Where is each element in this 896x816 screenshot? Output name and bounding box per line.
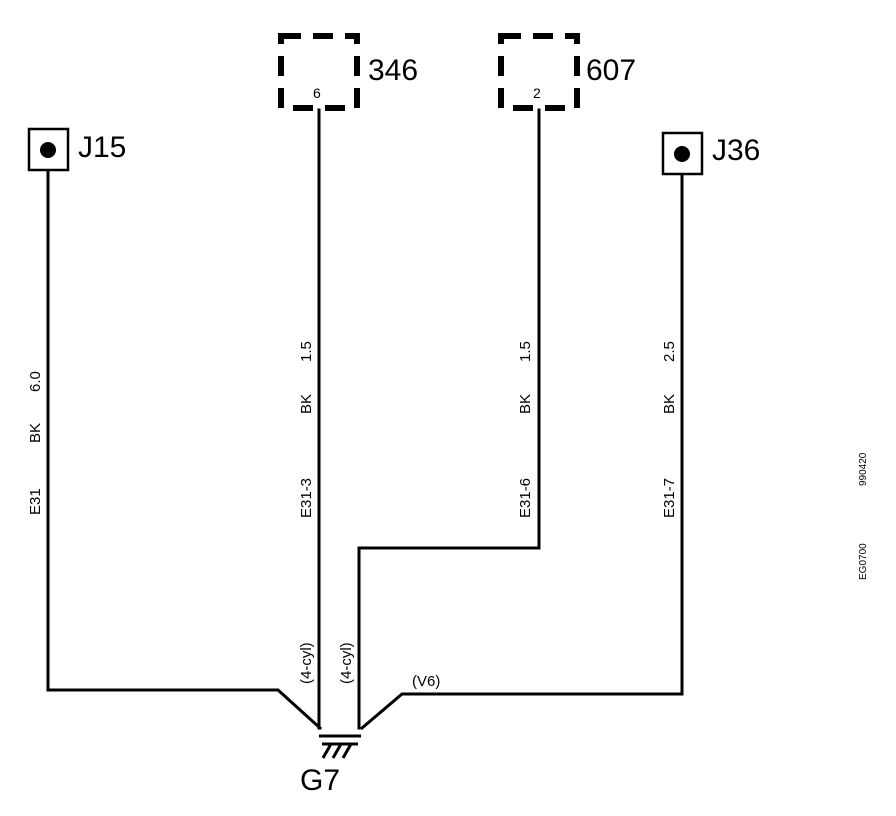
connector-pin-6: 6 [313,85,321,101]
junction-dot [674,146,690,162]
junction-dot [40,142,56,158]
wire-e31 [46,168,323,731]
wire-color-e31-6: BK [517,394,534,414]
connector-outline [278,33,360,111]
wire-size-e31-6: 1.5 [517,341,534,362]
wire-e31-7 [359,168,684,731]
wire-color-e31-3: BK [298,394,315,414]
wire-circuit-e31: E31 [27,488,44,515]
variant-label-v6: (V6) [412,673,440,690]
connector-label-346: 346 [368,54,418,87]
ground-hatch [331,743,343,759]
side-code-eg0700: EG0700 [858,543,869,580]
wire-size-e31-3: 1.5 [298,341,315,362]
variant-label-4cyl-b: (4-cyl) [338,642,355,684]
ground-hatch [321,743,333,759]
wire-circuit-e31-3: E31-3 [298,478,315,518]
wire-size-e31: 6.0 [27,371,44,392]
connector-pin-2: 2 [533,85,541,101]
side-code-990420: 990420 [858,452,869,486]
variant-label-4cyl-a: (4-cyl) [298,642,315,684]
wire-circuit-e31-6: E31-6 [517,478,534,518]
connector-outline [498,33,580,111]
wire-color-e31-7: BK [661,394,678,414]
wire-e31-6 [357,108,541,730]
ground-label-g7: G7 [300,764,340,797]
connector-607: 2 607 [498,33,636,111]
connector-label-607: 607 [586,54,636,87]
junction-j36: J36 [661,131,760,176]
wire-circuit-e31-7: E31-7 [661,478,678,518]
junction-label-j15: J15 [78,131,126,164]
wire-size-e31-7: 2.5 [661,341,678,362]
junction-label-j36: J36 [712,134,760,167]
junction-j15: J15 [27,127,126,172]
wire-color-e31: BK [27,423,44,443]
ground-hatch [341,743,353,759]
ground-g7: G7 [300,734,361,797]
connector-346: 6 346 [278,33,418,111]
